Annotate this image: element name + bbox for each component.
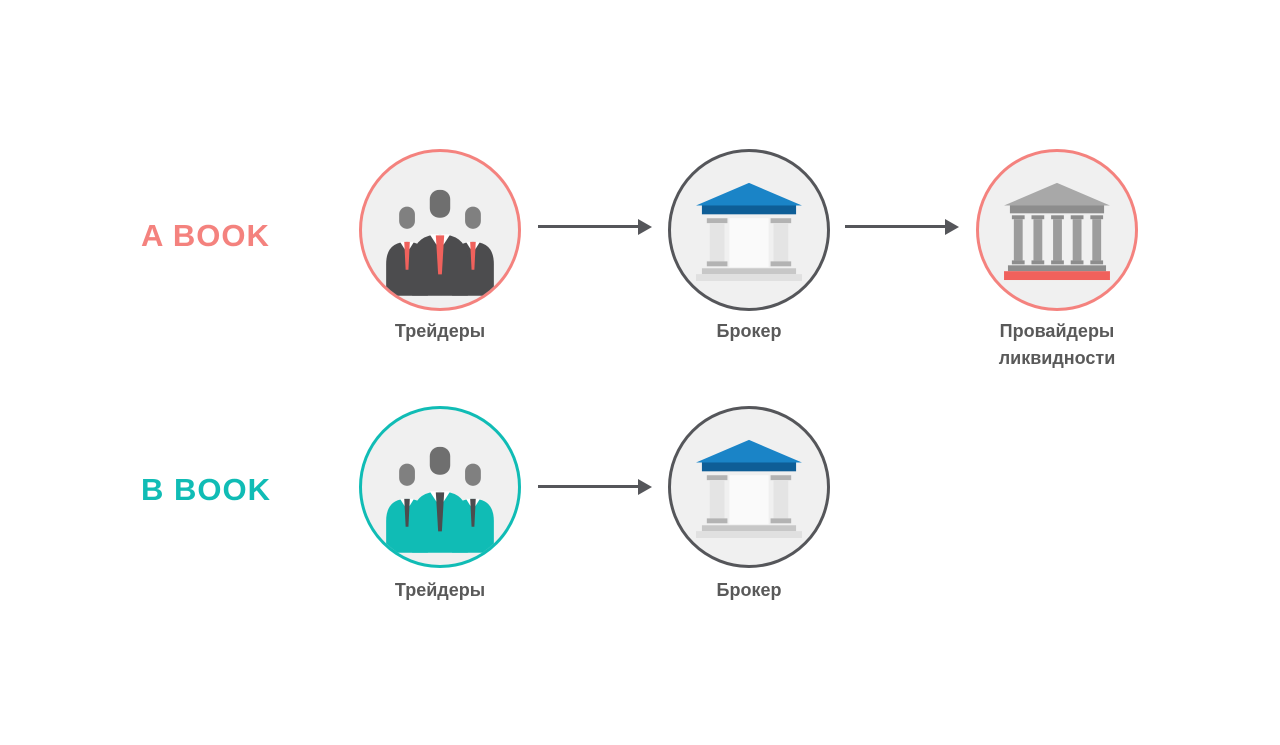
columns-bank-icon: [1004, 182, 1110, 281]
arrow-b-traders-to-broker: [538, 485, 638, 488]
b-book-row-label: B BOOK: [141, 472, 271, 507]
arrow-a-broker-to-liquidity: [845, 225, 945, 228]
b-broker-node: [668, 406, 830, 568]
a-book-row-label: A BOOK: [141, 218, 270, 253]
a-traders-label: Трейдеры: [394, 321, 486, 341]
a-liquidity-node: [976, 149, 1138, 311]
b-broker-label: Брокер: [716, 580, 782, 600]
b-traders-node: [359, 406, 521, 568]
a-traders-node: [359, 149, 521, 311]
arrow-a-traders-to-broker: [538, 225, 638, 228]
traders-icon: [386, 189, 494, 296]
a-liquidity-label: Провайдеры ликвидности: [998, 321, 1116, 368]
bank-icon: [696, 439, 802, 538]
b-traders-label: Трейдеры: [394, 580, 486, 600]
traders-icon: [386, 446, 494, 553]
a-broker-node: [668, 149, 830, 311]
bank-icon: [696, 182, 802, 281]
a-broker-label: Брокер: [716, 321, 782, 341]
